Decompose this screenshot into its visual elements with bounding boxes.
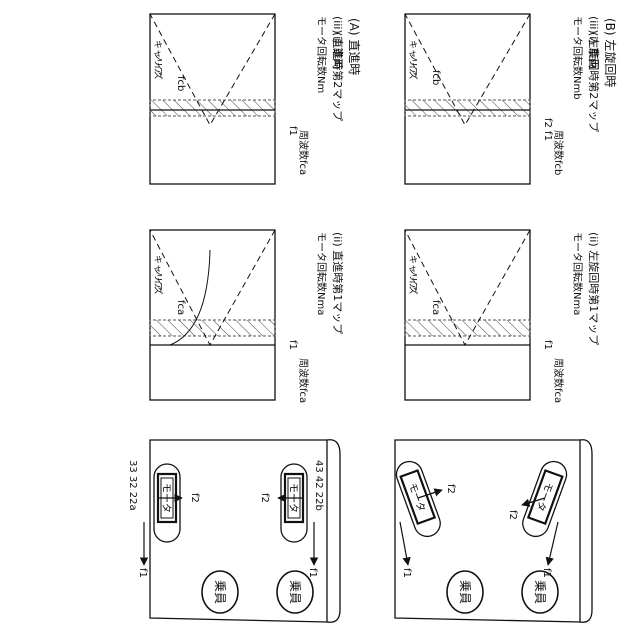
ref-numbers-a-top: 33 32 22a: [127, 460, 138, 511]
map-b-iii: (iii) 左旋回時第2マップ モータ回転数Nmb fcb f2 f1 周波数f…: [405, 14, 601, 184]
arrow-f1-b-top: [400, 522, 408, 565]
svg-text:f2: f2: [189, 493, 200, 503]
svg-text:f1: f1: [542, 340, 553, 350]
svg-text:モータ回転数Nmb: モータ回転数Nmb: [571, 16, 584, 100]
svg-text:乗員: 乗員: [533, 580, 547, 604]
svg-text:f1: f1: [287, 126, 298, 136]
svg-text:f1: f1: [137, 568, 148, 578]
svg-text:モータ回転数Nma: モータ回転数Nma: [315, 232, 328, 315]
arrow-f1-b-bottom: [548, 522, 558, 565]
vehicle-b: 乗員 乗員 モータ モータ f1 f: [393, 440, 592, 622]
svg-text:(iii) 左旋回時第2マップ: (iii) 左旋回時第2マップ: [587, 16, 601, 132]
svg-text:ノイズ: ノイズ: [407, 268, 419, 295]
map-b-ii: (ii) 左旋回時第1マップ モータ回転数Nma fca f1 周波数fca キ…: [405, 230, 601, 403]
svg-text:fca: fca: [430, 300, 441, 315]
map-a-iii: (iii) 直進時第2マップ モータ回転数Nm fcb f1 周波数fca キャ…: [150, 14, 345, 184]
section-a: (A) 直進時 (i) 車両 乗員 乗員: [127, 14, 361, 622]
svg-text:乗員: 乗員: [213, 580, 227, 604]
svg-text:fcb: fcb: [175, 76, 186, 91]
svg-text:f1: f1: [307, 568, 318, 578]
svg-text:f1: f1: [541, 568, 552, 578]
svg-text:周波数fca: 周波数fca: [552, 358, 565, 403]
svg-text:モータ回転数Nma: モータ回転数Nma: [571, 232, 584, 315]
svg-text:f2: f2: [445, 484, 456, 494]
svg-text:f2: f2: [507, 510, 518, 520]
svg-text:(ii) 直進時第1マップ: (ii) 直進時第1マップ: [331, 232, 345, 334]
svg-text:(ii) 左旋回時第1マップ: (ii) 左旋回時第1マップ: [587, 232, 601, 345]
svg-text:乗員: 乗員: [458, 580, 472, 604]
vehicle-a: 乗員 乗員 モータ モータ: [127, 440, 340, 622]
svg-text:f2 f1: f2 f1: [542, 118, 553, 141]
svg-text:f1: f1: [401, 568, 412, 578]
svg-text:f2: f2: [259, 493, 270, 503]
svg-text:周波数fcb: 周波数fcb: [552, 130, 565, 175]
svg-text:f1: f1: [287, 340, 298, 350]
passenger-b2: 乗員: [447, 571, 483, 613]
motor-unit-a-bottom: モータ: [281, 464, 307, 542]
ref-numbers-a-bottom: 43 42 22b: [313, 460, 324, 511]
passenger-a2: 乗員: [202, 571, 238, 613]
svg-text:ノイズ: ノイズ: [152, 53, 164, 80]
svg-text:fca: fca: [175, 300, 186, 315]
svg-text:ノイズ: ノイズ: [152, 268, 164, 295]
motor-unit-a-top: モータ: [154, 464, 180, 542]
section-b-label: (B) 左旋回時: [603, 18, 618, 87]
section-a-label: (A) 直進時: [347, 18, 361, 75]
svg-text:ノイズ: ノイズ: [407, 53, 419, 80]
svg-text:モータ回転数Nm: モータ回転数Nm: [315, 16, 328, 93]
motor-unit-b-bottom: モータ: [519, 458, 570, 540]
section-b: (B) 左旋回時 (i) 車両 乗員 乗員 モータ: [393, 14, 618, 622]
map-a-ii: (ii) 直進時第1マップ モータ回転数Nma fca f1 周波数fca キャ…: [150, 230, 345, 403]
svg-text:(iii) 直進時第2マップ: (iii) 直進時第2マップ: [331, 16, 345, 121]
svg-text:乗員: 乗員: [288, 580, 302, 604]
svg-text:周波数fca: 周波数fca: [297, 130, 310, 175]
svg-text:fcb: fcb: [430, 70, 441, 85]
svg-text:周波数fca: 周波数fca: [297, 358, 310, 403]
